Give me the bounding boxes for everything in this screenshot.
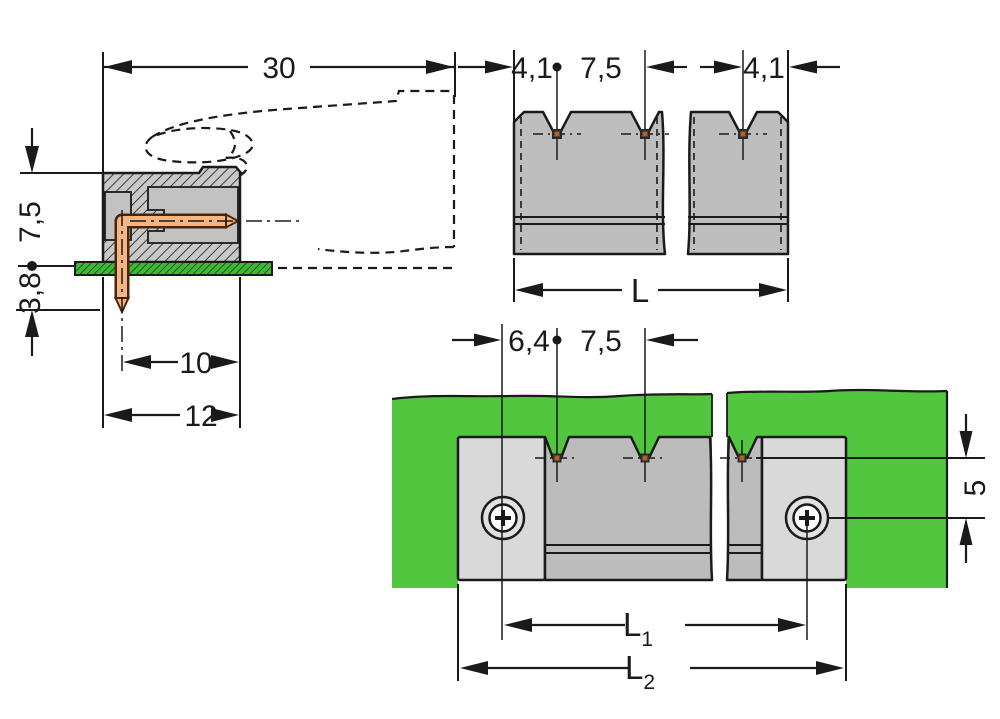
arrow-right-icon (426, 60, 454, 74)
dimension-10: 10 (102, 277, 241, 428)
arrow-left-icon (515, 283, 543, 297)
dim-label-5: 5 (959, 480, 992, 497)
top-view-pins (535, 453, 764, 463)
arrow-up-icon (959, 518, 973, 545)
arrow-right-icon (778, 618, 806, 632)
front-pins (533, 50, 767, 160)
dim-dot-marker (27, 261, 37, 271)
arrow-down-icon (25, 146, 39, 173)
dim-label-6-4: 6,4 (508, 325, 550, 358)
arrow-right-icon (474, 333, 501, 347)
top-view: 6,4 7,5 5 L1 (391, 324, 992, 694)
dimension-row-top-view: 6,4 7,5 (452, 325, 698, 358)
dim-dot-marker (552, 62, 562, 72)
hidden-edges (520, 117, 782, 250)
dimension-L1: L1 (504, 606, 806, 651)
dim-label-7-5-front: 7,5 (580, 52, 622, 85)
arrow-right-icon (714, 60, 742, 74)
pin-2 (621, 129, 669, 139)
arrow-right-icon (759, 283, 787, 297)
arrow-right-icon (211, 408, 239, 422)
arrow-left-icon (104, 408, 132, 422)
arrow-right-icon (485, 60, 513, 74)
mount-screw-left (480, 495, 526, 541)
mating-plug-dashed-outline (144, 89, 456, 254)
side-view: 30 7,5 3,8 (14, 52, 456, 433)
pin-1 (535, 453, 579, 463)
arrow-right-icon (816, 661, 844, 675)
dim-label-7-5-side: 7,5 (14, 201, 47, 243)
dimension-30: 30 (102, 52, 456, 172)
dim-dot-marker (552, 335, 562, 345)
dimension-L2: L2 (457, 584, 847, 694)
front-view: 4,1 7,5 4,1 L (458, 50, 840, 309)
arrow-right-icon (211, 355, 239, 369)
pin-3 (720, 453, 764, 463)
arrow-left-icon (123, 355, 151, 369)
pin-1 (533, 129, 581, 139)
arrow-left-icon (504, 618, 532, 632)
arrow-left-icon (460, 661, 488, 675)
dim-label-4-1-left: 4,1 (511, 52, 553, 85)
dim-label-7-5-top: 7,5 (580, 325, 622, 358)
pin-2 (623, 453, 667, 463)
dimension-7-5-vertical: 7,5 (14, 128, 102, 243)
dimension-row-front: 4,1 7,5 4,1 (458, 50, 840, 122)
arrow-left-icon (646, 333, 674, 347)
dimension-12: 12 (104, 400, 239, 433)
arrow-left-icon (104, 60, 132, 74)
solder-pin (113, 210, 300, 372)
dimension-5: 5 (756, 414, 992, 563)
dim-label-L1: L1 (623, 606, 653, 651)
base-lines-top-view (545, 544, 762, 554)
dim-label-3-8: 3,8 (14, 272, 47, 314)
base-lines (514, 216, 788, 225)
dim-label-4-1-right: 4,1 (743, 52, 785, 85)
pin-3 (719, 129, 767, 139)
arrow-left-icon (646, 60, 674, 74)
dim-label-10: 10 (179, 347, 212, 380)
arrow-down-icon (959, 431, 973, 458)
dim-label-30: 30 (262, 52, 295, 85)
dim-label-L2: L2 (625, 649, 655, 694)
pcb-edges (391, 388, 949, 588)
dimension-3-8-vertical: 3,8 (14, 261, 100, 356)
dim-label-L: L (631, 272, 649, 309)
arrow-left-icon (789, 60, 817, 74)
dimension-L: L (513, 258, 789, 309)
arrow-up-icon (25, 310, 39, 337)
pin-block-right (686, 110, 790, 256)
pcb-section (74, 261, 452, 276)
